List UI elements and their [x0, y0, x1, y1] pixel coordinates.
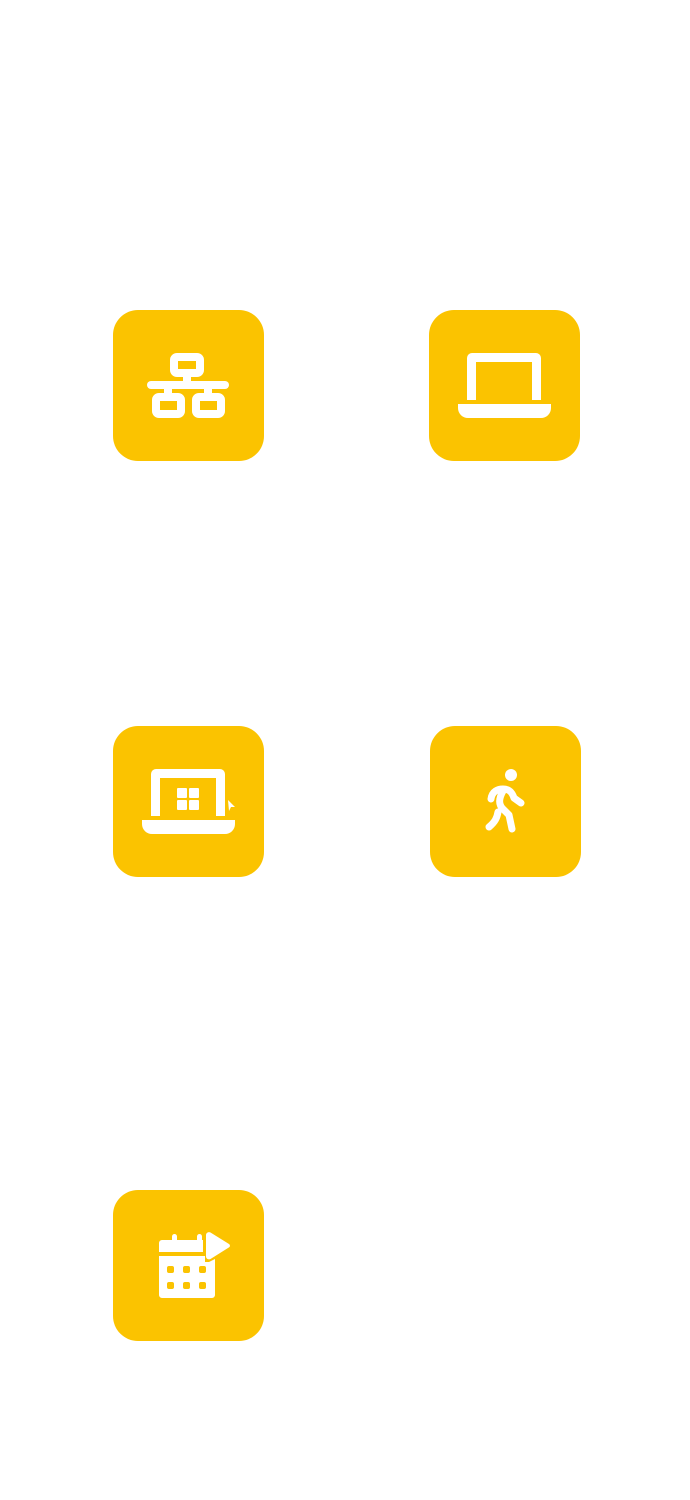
windows-laptop-tile[interactable]	[113, 726, 264, 877]
windows-laptop-icon	[142, 769, 235, 834]
laptop-tile[interactable]	[429, 310, 580, 461]
laptop-icon	[458, 353, 551, 418]
network-icon	[147, 353, 229, 418]
calendar-play-icon	[159, 1232, 230, 1298]
walking-person-icon	[485, 769, 525, 833]
network-tile[interactable]	[113, 310, 264, 461]
calendar-play-tile[interactable]	[113, 1190, 264, 1341]
walking-person-tile[interactable]	[430, 726, 581, 877]
